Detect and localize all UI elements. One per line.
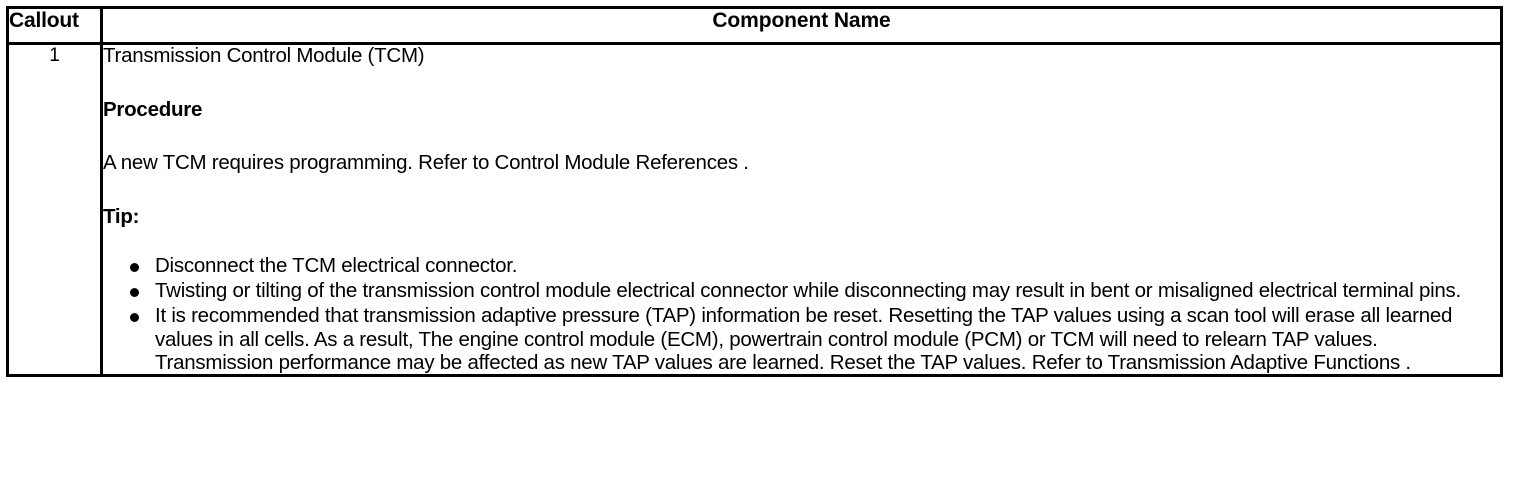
bullet-icon — [130, 262, 139, 272]
component-detail-cell: Transmission Control Module (TCM) Proced… — [100, 41, 1503, 378]
procedure-heading: Procedure — [103, 97, 203, 121]
component-table: Callout Component Name 1 Transmission Co… — [6, 6, 1503, 378]
list-item-text: Disconnect the TCM electrical connector. — [155, 253, 518, 277]
list-item-text: It is recommended that transmission adap… — [155, 304, 1453, 374]
procedure-text: A new TCM requires programming. Refer to… — [103, 151, 749, 175]
callout-number: 1 — [6, 41, 103, 378]
list-item-text: Twisting or tilting of the transmission … — [155, 279, 1462, 303]
bullet-icon — [130, 288, 139, 298]
list-item: Disconnect the TCM electrical connector. — [103, 254, 1500, 277]
column-header-component-name: Component Name — [100, 6, 1503, 45]
list-item: It is recommended that transmission adap… — [103, 304, 1500, 374]
bullet-icon — [130, 313, 139, 323]
table-header-row: Callout Component Name — [6, 6, 1503, 45]
tip-heading: Tip: — [103, 205, 140, 229]
table-row: 1 Transmission Control Module (TCM) Proc… — [6, 41, 1503, 378]
tip-bullet-list: Disconnect the TCM electrical connector.… — [103, 254, 1500, 374]
list-item: Twisting or tilting of the transmission … — [103, 279, 1500, 302]
column-header-callout: Callout — [6, 6, 103, 45]
component-title: Transmission Control Module (TCM) — [103, 44, 425, 67]
